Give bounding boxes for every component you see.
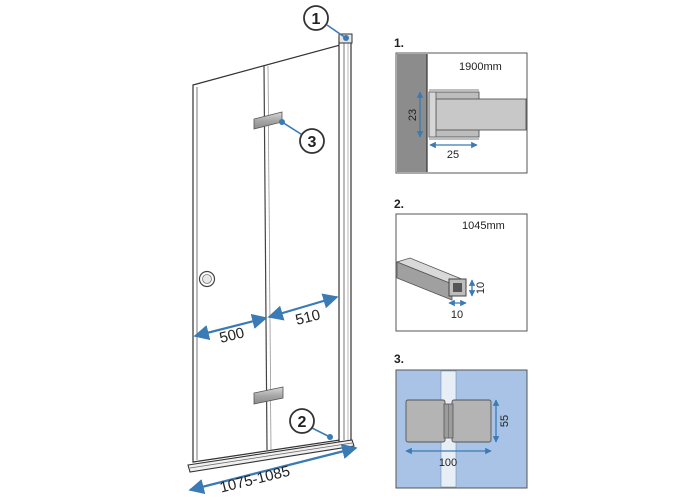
dimension-510-label: 510 [294, 306, 322, 329]
dimension-510: 510 [267, 293, 339, 329]
detail-1-title: 1. [394, 36, 404, 50]
wall-profile [338, 33, 353, 443]
detail-3: 3. 55 100 [394, 352, 528, 489]
callout-2: 2 [289, 408, 333, 440]
detail-1-profile [428, 89, 527, 140]
callout-2-label: 2 [298, 414, 307, 431]
hinge-bottom [253, 386, 284, 405]
dimension-total-label: 1075-1085 [218, 463, 292, 497]
callout-3: 3 [279, 119, 325, 154]
detail-2-width: 10 [451, 309, 463, 321]
door-knob [198, 270, 216, 288]
detail-1: 1. 1900mm 23 25 [394, 36, 528, 174]
detail-1-length: 1900mm [459, 61, 502, 73]
detail-1-width: 25 [447, 149, 459, 161]
detail-3-hinge [405, 399, 492, 443]
dimension-500: 500 [193, 313, 268, 347]
detail-3-width: 100 [439, 457, 457, 469]
detail-2-height: 10 [475, 282, 487, 294]
fold-line [263, 65, 268, 451]
detail-2-length: 1045mm [462, 220, 505, 232]
detail-2: 2. 1045mm 10 10 [394, 197, 528, 332]
detail-2-tube [395, 257, 467, 301]
shower-door: 500 510 1075-1085 1 3 2 [187, 5, 358, 497]
dimension-500-label: 500 [218, 324, 246, 347]
detail-1-height: 23 [407, 109, 419, 121]
callout-1: 1 [303, 5, 349, 41]
detail-3-height: 55 [499, 415, 511, 427]
detail-2-title: 2. [394, 197, 404, 211]
callout-1-label: 1 [312, 11, 321, 28]
callout-3-label: 3 [308, 134, 317, 151]
detail-3-title: 3. [394, 352, 404, 366]
